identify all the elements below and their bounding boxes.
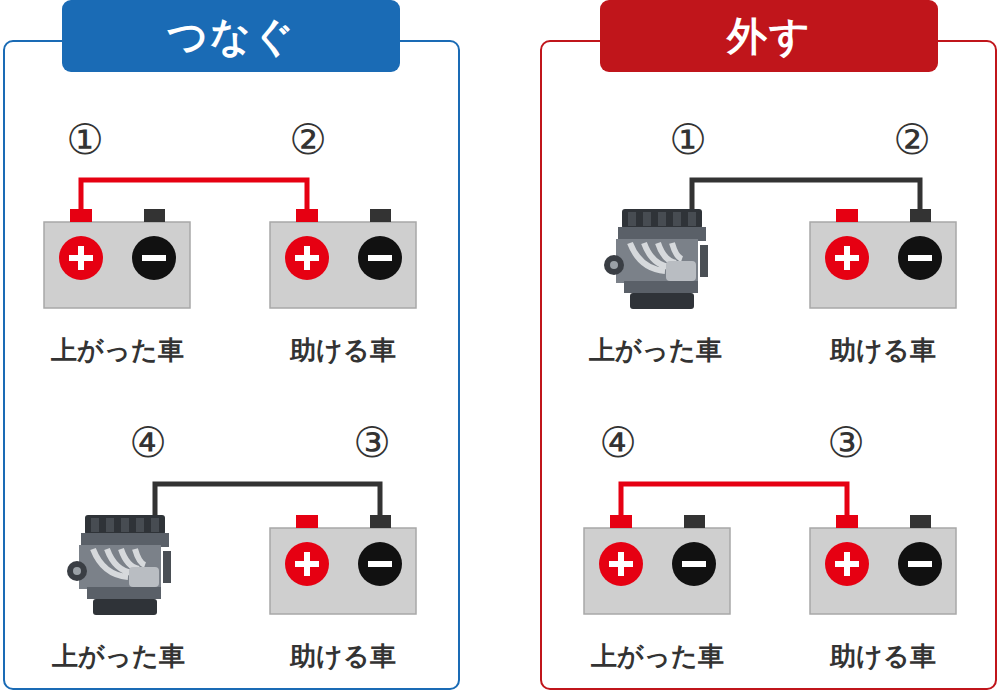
callout-number: ① <box>53 116 117 164</box>
panel-title: 外す <box>727 9 812 64</box>
battery-box: 上がった車 <box>566 515 748 675</box>
booster-cable <box>692 180 920 209</box>
car-caption: 助ける車 <box>792 333 974 367</box>
callout-number: ② <box>276 116 340 164</box>
title-tab: つなぐ <box>62 0 400 72</box>
engine-box: 上がった車 <box>564 209 746 369</box>
engine-illustration <box>570 209 740 319</box>
callout-number: ④ <box>116 419 180 467</box>
booster-cable <box>81 180 307 209</box>
battery-box: 助ける車 <box>252 515 434 675</box>
callout-number: ③ <box>340 419 404 467</box>
battery-box: 上がった車 <box>26 209 208 369</box>
car-caption: 上がった車 <box>566 639 748 673</box>
car-caption: 上がった車 <box>26 333 208 367</box>
battery-symbol <box>572 515 742 625</box>
car-caption: 上がった車 <box>27 639 209 673</box>
car-caption: 助ける車 <box>252 639 434 673</box>
engine-box: 上がった車 <box>27 515 209 675</box>
engine-illustration <box>33 515 203 625</box>
callout-number: ④ <box>586 419 650 467</box>
booster-cable <box>621 484 847 515</box>
battery-symbol <box>32 209 202 319</box>
car-caption: 助ける車 <box>252 333 434 367</box>
battery-symbol <box>798 209 968 319</box>
title-tab: 外す <box>600 0 938 72</box>
battery-symbol <box>258 209 428 319</box>
callout-number: ③ <box>814 419 878 467</box>
booster-cable <box>155 484 380 515</box>
car-caption: 助ける車 <box>792 639 974 673</box>
battery-symbol <box>798 515 968 625</box>
callout-number: ② <box>880 116 944 164</box>
battery-box: 助ける車 <box>252 209 434 369</box>
car-caption: 上がった車 <box>564 333 746 367</box>
battery-symbol <box>258 515 428 625</box>
panel-title: つなぐ <box>167 9 296 64</box>
callout-number: ① <box>656 116 720 164</box>
battery-box: 助ける車 <box>792 209 974 369</box>
battery-box: 助ける車 <box>792 515 974 675</box>
